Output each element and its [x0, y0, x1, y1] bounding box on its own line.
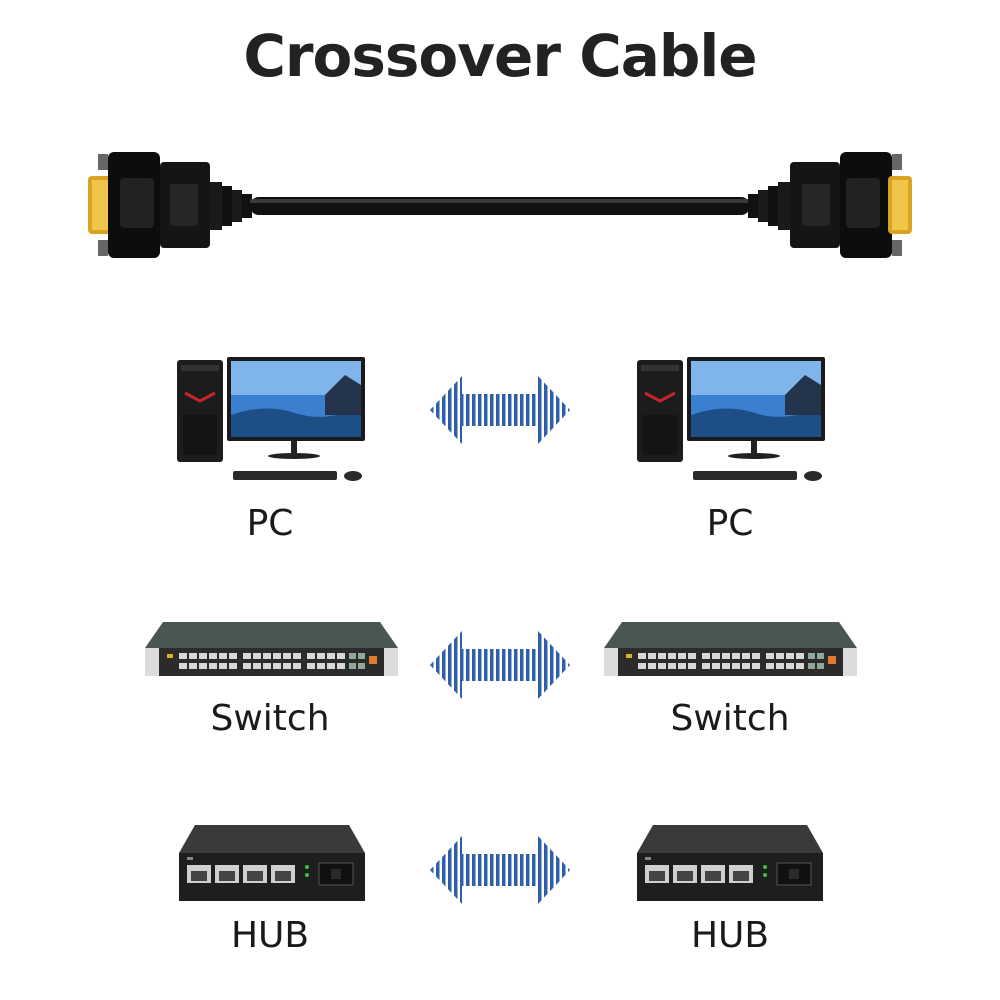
desktop-pc-icon — [175, 355, 370, 485]
network-hub-icon — [177, 823, 367, 905]
crossover-cable-image — [80, 140, 920, 270]
desktop-pc-icon — [635, 355, 830, 485]
row3-left-label: HUB — [230, 915, 310, 956]
page-title: Crossover Cable — [243, 22, 757, 90]
bidirectional-arrow-icon — [430, 370, 570, 450]
row3-right-label: HUB — [690, 915, 770, 956]
network-switch-icon — [143, 620, 400, 680]
network-switch-icon — [602, 620, 859, 680]
row1-left-label: PC — [246, 503, 294, 544]
bidirectional-arrow-icon — [430, 830, 570, 910]
network-hub-icon — [635, 823, 825, 905]
row2-left-label: Switch — [210, 698, 330, 739]
row1-right-label: PC — [706, 503, 754, 544]
row2-right-label: Switch — [670, 698, 790, 739]
bidirectional-arrow-icon — [430, 625, 570, 705]
